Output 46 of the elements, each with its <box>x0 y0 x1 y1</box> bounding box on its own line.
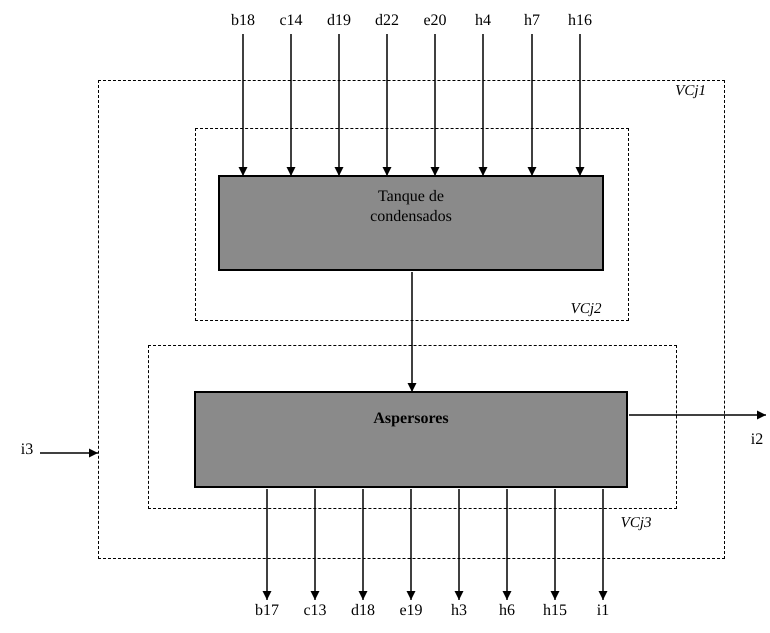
stream-label: d18 <box>345 600 381 622</box>
stream-label: h3 <box>441 600 477 622</box>
stream-label: c13 <box>297 600 333 622</box>
flow-arrow <box>358 489 368 600</box>
flow-arrow <box>430 34 440 176</box>
stream-label: i2 <box>746 430 768 450</box>
stream-label: d19 <box>321 10 357 32</box>
stream-label: b17 <box>249 600 285 622</box>
flow-arrow <box>576 34 584 176</box>
flow-arrow <box>629 410 766 420</box>
flow-arrow <box>408 272 416 392</box>
flow-arrow <box>286 34 296 176</box>
volume-label: VCj2 <box>570 300 602 318</box>
stream-label: h7 <box>514 10 550 32</box>
box-title: Aspersores <box>373 409 449 429</box>
stream-label: e19 <box>393 600 429 622</box>
stream-label: h15 <box>537 600 573 622</box>
process-box <box>218 175 604 271</box>
flow-arrow <box>502 489 512 600</box>
stream-label: i1 <box>585 600 621 622</box>
control-volume-boundary <box>98 80 725 559</box>
process-box <box>194 391 628 488</box>
control-volume-boundary <box>194 128 628 320</box>
stream-label: i3 <box>14 440 40 460</box>
flow-arrow <box>40 448 98 458</box>
flow-arrow <box>406 489 416 600</box>
stream-label: e20 <box>417 10 453 32</box>
stream-label: h4 <box>465 10 501 32</box>
flow-arrow <box>382 34 392 176</box>
flow-arrow <box>550 489 560 600</box>
flow-arrow <box>238 34 248 176</box>
stream-label: b18 <box>225 10 261 32</box>
flow-arrow <box>454 489 464 600</box>
volume-label: VCj3 <box>620 514 652 532</box>
stream-label: h16 <box>562 10 598 32</box>
box-title: Tanque de condensados <box>369 187 453 227</box>
stream-label: c14 <box>273 10 309 32</box>
flow-arrow <box>334 34 344 176</box>
volume-label: VCj1 <box>675 83 706 100</box>
stream-label: d22 <box>369 10 405 32</box>
stream-label: h6 <box>489 600 525 622</box>
flow-arrow <box>528 34 536 176</box>
flow-arrow <box>478 34 488 176</box>
flow-arrow <box>262 489 272 600</box>
flow-arrow <box>310 489 320 600</box>
flow-arrow <box>598 489 608 600</box>
